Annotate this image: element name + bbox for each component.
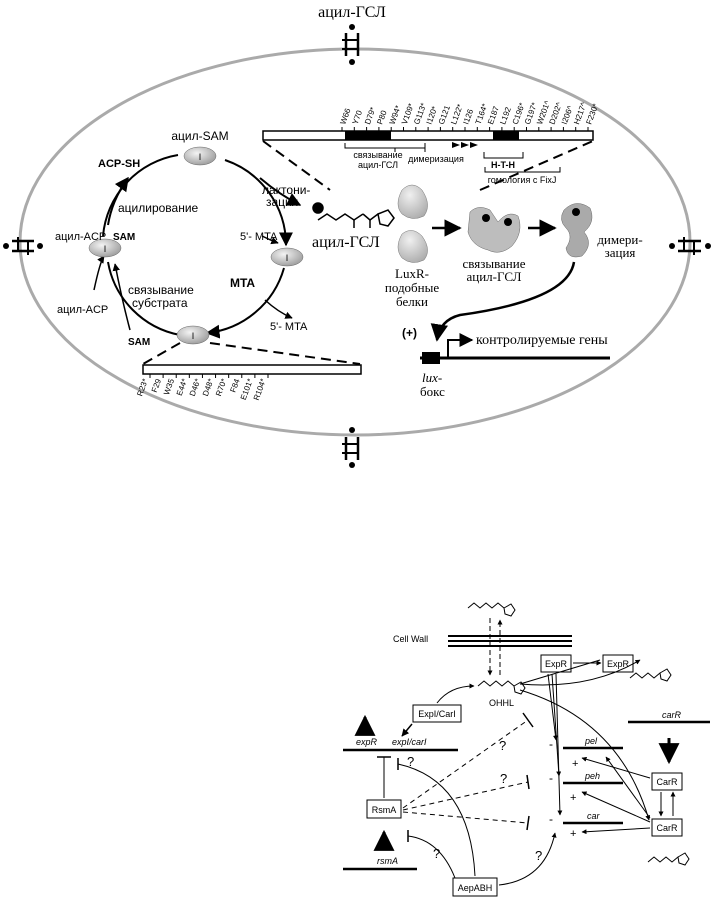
fixj-label: гомология с FixJ xyxy=(488,175,557,185)
diffusion-arrow-left xyxy=(3,237,43,255)
question-mark-5: ? xyxy=(535,848,542,863)
zoom-line-upper-left xyxy=(262,140,331,191)
enzyme-mark-bottom: I xyxy=(192,331,195,341)
carr-gene-label: carR xyxy=(662,710,682,720)
zoom-line-lower-right xyxy=(209,342,361,365)
carr-box-2 xyxy=(651,818,683,837)
domain-binding-label-a: связывание xyxy=(353,150,402,160)
aepabh-box-label: AepABH xyxy=(458,883,493,893)
rsma-gene-label: rsmA xyxy=(377,856,398,866)
residue-label: R70* xyxy=(214,378,229,398)
substrate-label-a: связывание xyxy=(128,283,194,297)
enzyme-ellipse-left xyxy=(88,238,122,258)
upper-residue-labels: W66Y70D79*P80W94*V109*G113*I120*G121L122… xyxy=(338,99,600,131)
rsma-box xyxy=(366,799,402,819)
top-panel: ацил-ГСЛ xyxy=(3,4,711,468)
synthesis-cycle: I I I I ацил-SAM ACP-SH ацилирование аци… xyxy=(55,129,395,348)
enzyme-ellipse-top xyxy=(183,146,217,166)
expr-gene-label: expR xyxy=(356,737,378,747)
enzyme-mark-left: I xyxy=(104,244,107,254)
question-mark-3: ? xyxy=(499,738,506,753)
expr-box-2-label: ExpR xyxy=(607,659,630,669)
enzyme-mark-right: I xyxy=(286,253,289,263)
carr-box-1 xyxy=(651,772,683,791)
rsma-box-label: RsmA xyxy=(372,805,397,815)
carr-box-2-label: CarR xyxy=(656,823,678,833)
hth-label: H-T-H xyxy=(491,160,515,170)
minus-peh: - xyxy=(549,771,553,785)
plus-car: + xyxy=(570,828,576,840)
ohhl-label: OHHL xyxy=(489,698,514,708)
bottom-panel: Cell Wall OHHL ExpR ExpR ExpI/CarI xyxy=(343,602,710,897)
mta-center-label: MTA xyxy=(230,276,255,290)
acp-sh-label: ACP-SH xyxy=(98,158,140,170)
cell-wall-label: Cell Wall xyxy=(393,634,428,644)
lux-box-label-a: lux- xyxy=(422,370,442,385)
question-mark-1: ? xyxy=(407,754,414,769)
ahl-molecule xyxy=(312,202,395,228)
residue-label: F84 xyxy=(228,377,241,394)
question-mark-2: ? xyxy=(500,771,507,786)
diffusion-arrow-bottom xyxy=(342,427,360,468)
peh-gene-label: peh xyxy=(584,771,600,781)
binding-label-b: ацил-ГСЛ xyxy=(466,269,521,284)
acyl-acp-label: ацил-ACP xyxy=(57,304,108,316)
dimer-label-a: димери- xyxy=(597,232,642,247)
residue-label: F29 xyxy=(150,377,163,394)
controlled-genes: (+) контролируемые гены lux- бокс xyxy=(402,326,610,399)
lux-box-label-b: бокс xyxy=(420,384,445,399)
acyl-acp-sam-label-a: ацил-ACP xyxy=(55,231,106,243)
lactonization-label-b: зация xyxy=(266,195,298,209)
carr-box-1-label: CarR xyxy=(656,777,678,787)
dimer-label-b: зация xyxy=(605,245,636,260)
expr-box-1 xyxy=(540,654,572,673)
expi-gene-label: expI/carI xyxy=(392,737,427,747)
acyl-acp-sam-label-b: SAM xyxy=(113,232,135,243)
zoom-line-upper-right xyxy=(479,140,594,191)
plus-label: (+) xyxy=(402,326,417,340)
mta5-label-b: 5'- MTA xyxy=(270,321,308,333)
expr-bound-ohhl xyxy=(629,668,672,682)
question-mark-4: ? xyxy=(433,846,440,861)
minus-pel: - xyxy=(549,737,553,751)
plus-pel: + xyxy=(572,758,578,770)
luxr-proteins: LuxR- подобные белки связывание ацил-ГСЛ… xyxy=(385,184,643,342)
carr-bound-ohhl xyxy=(647,852,690,866)
ahl-product-label: ацил-ГСЛ xyxy=(312,234,380,251)
domain-binding-label-b: ацил-ГСЛ xyxy=(358,160,398,170)
plus-peh: + xyxy=(570,792,576,804)
pel-gene-label: pel xyxy=(584,736,598,746)
genes-label: контролируемые гены xyxy=(476,333,608,348)
sam-label: SAM xyxy=(128,337,150,348)
signal-label-top: ацил-ГСЛ xyxy=(318,4,386,21)
expr-box-1-label: ExpR xyxy=(545,659,568,669)
aepabh-box xyxy=(452,877,498,897)
luxr-domain-bar: связывание ацил-ГСЛ димеризация H-T-H го… xyxy=(262,99,600,185)
minus-car: - xyxy=(549,812,553,826)
car-gene-label: car xyxy=(587,811,601,821)
binding-label-a: связывание xyxy=(462,256,525,271)
enzyme-ellipse-right xyxy=(270,247,304,267)
luxr-label-a: LuxR- xyxy=(395,266,429,281)
acyl-sam-label: ацил-SAM xyxy=(171,129,228,143)
luxr-label-c: белки xyxy=(396,294,428,309)
substrate-label-b: субстрата xyxy=(132,296,188,310)
expi-cari-box-label: ExpI/CarI xyxy=(418,709,456,719)
expi-cari-box xyxy=(412,704,462,723)
ohhl-molecule-outside xyxy=(467,602,516,617)
zoom-line-lower-left xyxy=(142,342,181,365)
mta5-label-a: 5'- MTA xyxy=(240,231,278,243)
luxr-label-b: подобные xyxy=(385,280,440,295)
enzyme-ellipse-bottom xyxy=(176,325,210,345)
lactonization-label-a: лактони- xyxy=(262,183,310,197)
domain-dimer-label: димеризация xyxy=(408,154,464,164)
ohhl-molecule-inside xyxy=(477,680,526,695)
diffusion-arrow-top xyxy=(342,24,360,65)
diffusion-arrow-right xyxy=(669,237,711,255)
acylation-label: ацилирование xyxy=(118,201,199,215)
enzyme-mark-top: I xyxy=(199,152,202,162)
